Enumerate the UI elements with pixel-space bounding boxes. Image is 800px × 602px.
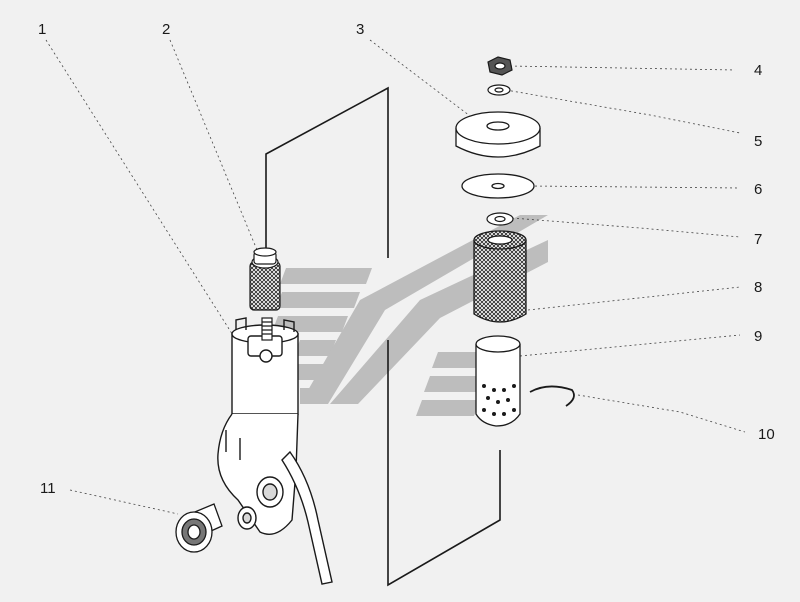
leader-lines [45, 39, 746, 515]
snap-ring-part [529, 385, 575, 407]
gasket-disc-part [461, 173, 535, 199]
callout-1: 1 [38, 21, 47, 38]
callout-9: 9 [754, 328, 763, 345]
plug-part [175, 503, 223, 553]
panel-outline [265, 86, 501, 587]
callout-10: 10 [758, 426, 775, 443]
callout-8: 8 [754, 279, 763, 296]
main-housing-part [217, 317, 333, 585]
stud-part [261, 317, 273, 341]
callout-3: 3 [356, 21, 365, 38]
callout-4: 4 [754, 62, 763, 79]
cover-part [455, 111, 541, 158]
callout-5: 5 [754, 133, 763, 150]
callout-11: 11 [40, 480, 56, 497]
callout-7: 7 [754, 231, 763, 248]
washer-part [487, 84, 511, 96]
nut-part [487, 56, 513, 76]
large-mesh-filter-part [473, 230, 527, 323]
perforated-sleeve-part [475, 335, 521, 427]
small-mesh-filter-part [249, 247, 281, 311]
callout-6: 6 [754, 181, 763, 198]
spacer-ring-part [486, 212, 514, 226]
callout-2: 2 [162, 21, 171, 38]
